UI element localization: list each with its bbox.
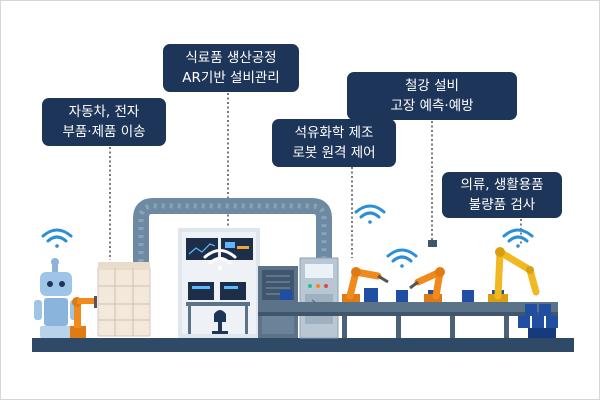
callout-line: 식료품 생산공정 <box>185 50 277 66</box>
robot-arm-icon <box>70 296 97 338</box>
callout-line: 로봇 원격 제어 <box>292 145 376 161</box>
robot-arm-icon <box>342 267 389 302</box>
robot-arm-icon <box>488 247 540 302</box>
callout-line: 부품·제품 이송 <box>62 124 146 140</box>
sensor-icon <box>428 240 437 247</box>
wifi-icon <box>203 249 237 270</box>
callout-food-production: 식료품 생산공정 AR기반 설비관리 <box>163 44 299 92</box>
control-panel-icon <box>299 257 339 339</box>
monitor-icon <box>220 282 246 300</box>
callout-line: 자동차, 전자 <box>68 104 140 120</box>
duct-pipe-icon <box>133 198 332 262</box>
monitor-icon <box>188 282 214 300</box>
callout-petrochemical: 석유화학 제조 로봇 원격 제어 <box>272 119 396 167</box>
callout-clothing-goods: 의류, 생활용품 불량품 검사 <box>442 172 562 218</box>
wifi-icon <box>41 228 73 248</box>
wifi-icon <box>386 248 418 268</box>
callout-line: 불량품 검사 <box>468 197 536 213</box>
cargo-crate-icon <box>97 262 151 337</box>
product-box-icon <box>518 304 558 338</box>
callout-line: 석유화학 제조 <box>294 125 374 141</box>
conveyor-belt-icon <box>258 302 558 338</box>
robot-arm-icon <box>409 267 445 302</box>
wifi-icon <box>502 228 534 248</box>
callout-line: AR기반 설비관리 <box>182 70 280 86</box>
monitor-icon <box>186 238 218 260</box>
callout-line: 철강 설비 <box>405 78 459 94</box>
callout-steel-equipment: 철강 설비 고장 예측·예방 <box>347 72 517 120</box>
factory-floor <box>32 338 574 352</box>
control-room <box>178 228 260 338</box>
wifi-icon <box>354 204 386 224</box>
callout-line: 고장 예측·예방 <box>390 98 474 114</box>
callout-auto-electronics: 자동차, 전자 부품·제품 이송 <box>42 98 166 146</box>
callout-line: 의류, 생활용품 <box>460 177 544 193</box>
